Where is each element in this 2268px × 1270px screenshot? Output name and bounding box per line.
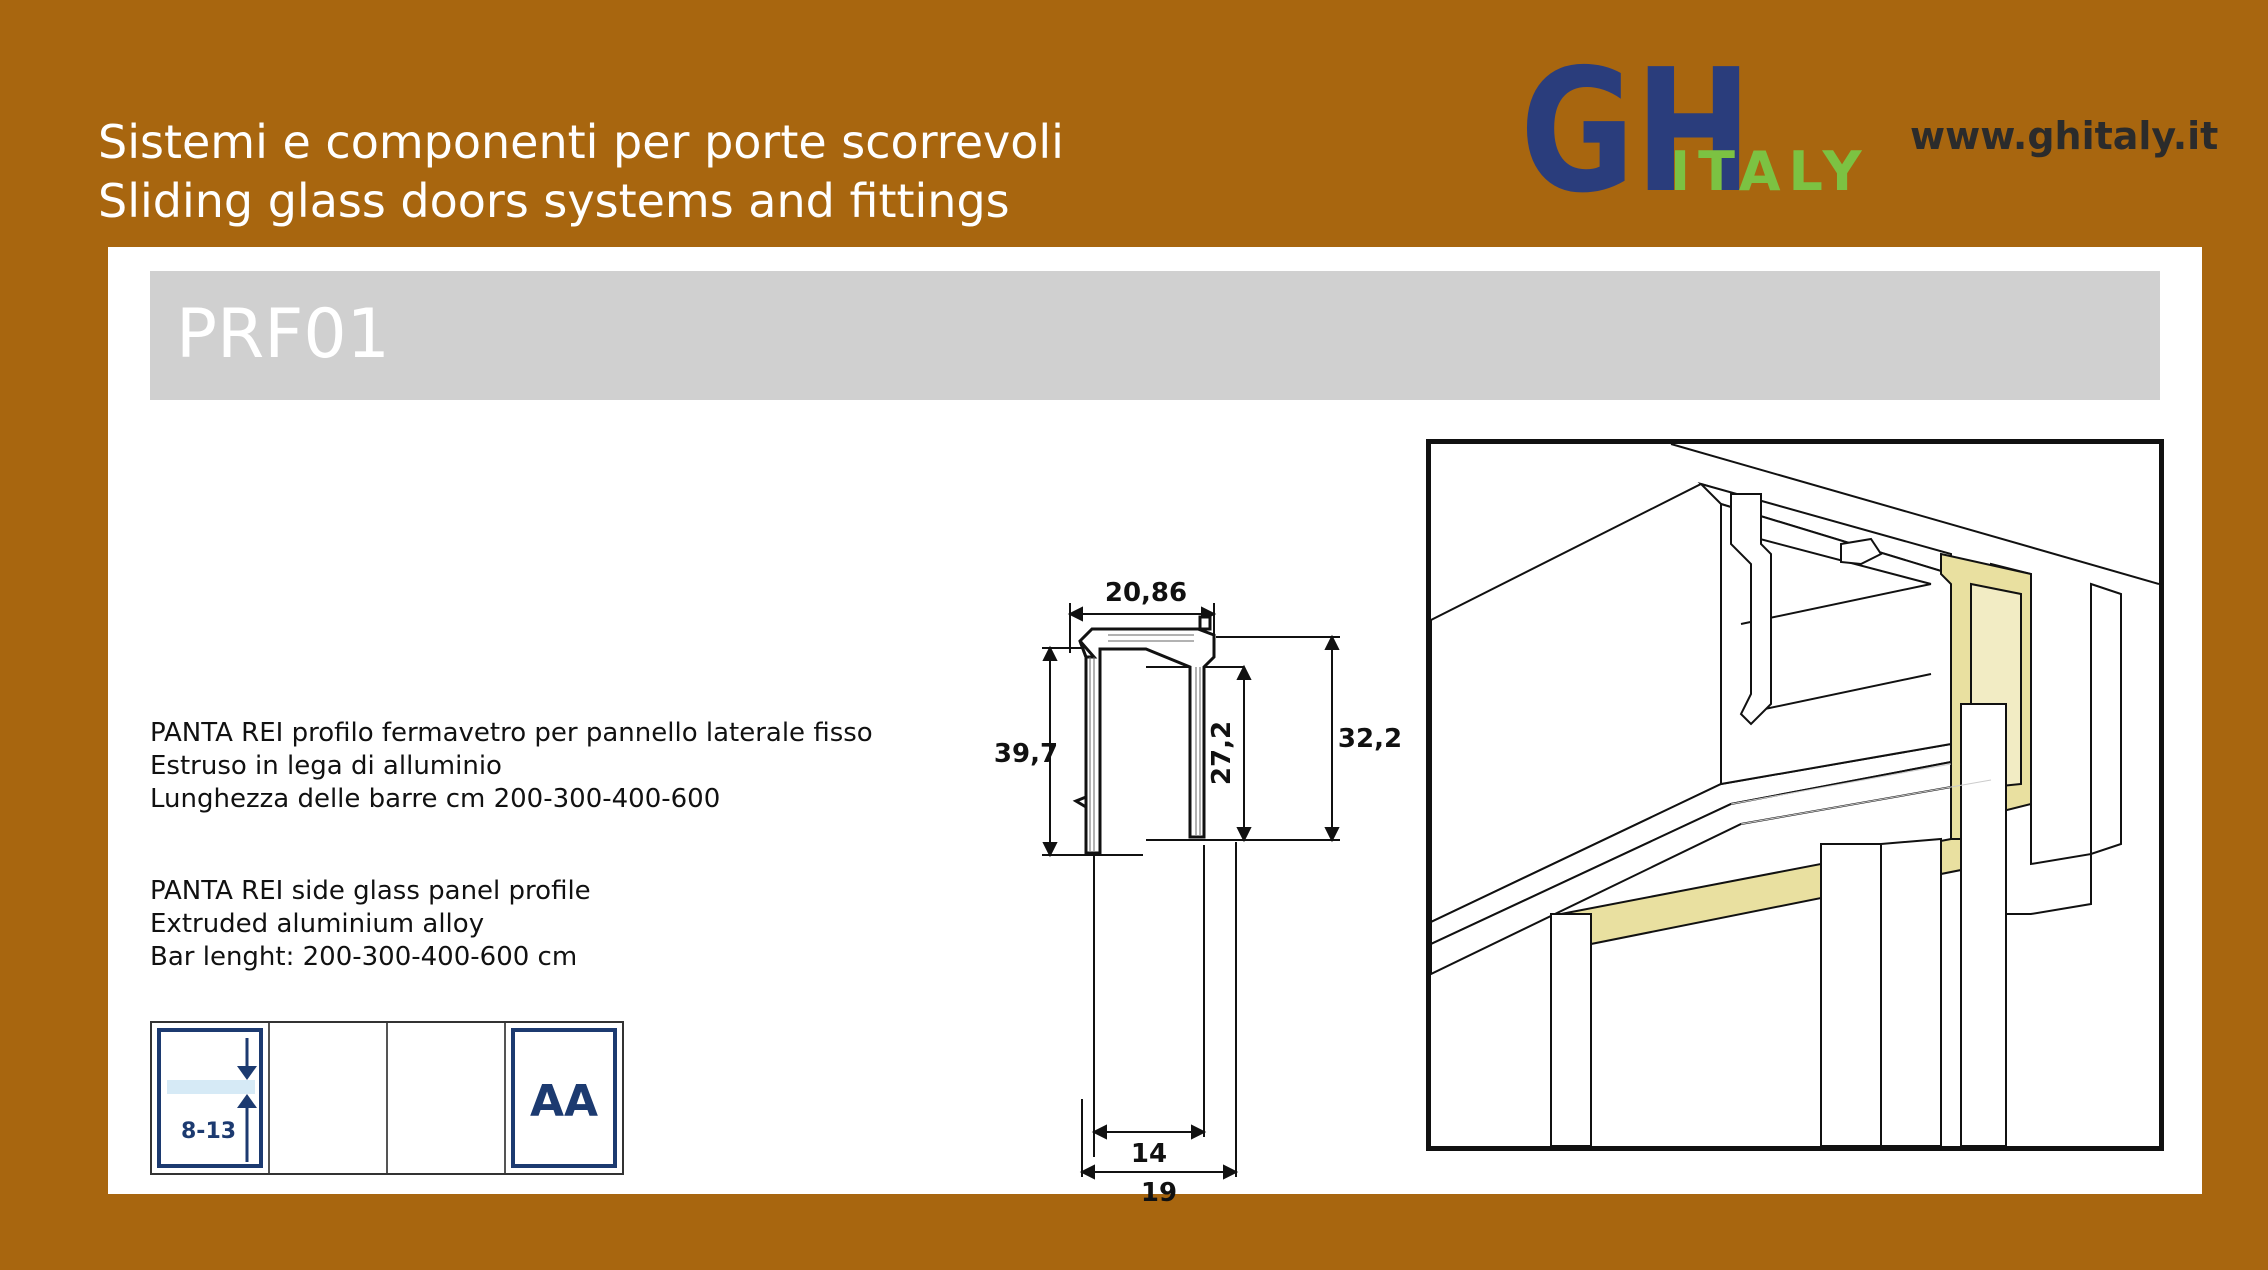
- description-line: PANTA REI profilo fermavetro per pannell…: [150, 718, 873, 748]
- glass-arrows-icon: [167, 1038, 257, 1162]
- product-title-bar: PRF01: [150, 271, 2160, 400]
- description-line: PANTA REI side glass panel profile: [150, 876, 591, 906]
- dimension-top-width: 20,86: [1105, 578, 1187, 608]
- glass-thickness-icon: 8-13: [157, 1028, 263, 1168]
- header-title-italian: Sistemi e componenti per porte scorrevol…: [98, 115, 1064, 169]
- ghitaly-logo: GH ITALY: [1520, 62, 1870, 202]
- description-line: Bar lenght: 200-300-400-600 cm: [150, 942, 578, 972]
- dimension-right-height: 32,2: [1338, 724, 1402, 754]
- description-italian: PANTA REI profilo fermavetro per pannell…: [150, 717, 873, 816]
- dimension-bottom-width: 19: [1141, 1178, 1177, 1208]
- description-english: PANTA REI side glass panel profile Extru…: [150, 875, 591, 974]
- icon-cell-glass-thickness: 8-13: [152, 1023, 270, 1173]
- logo-gh-text: GH: [1520, 62, 1752, 202]
- icon-cell-empty: [270, 1023, 388, 1173]
- dimension-total-height: 39,7: [994, 739, 1058, 769]
- anodized-finish-icon: AA: [511, 1028, 617, 1168]
- dimension-inner-width: 14: [1131, 1139, 1167, 1169]
- product-code: PRF01: [176, 295, 390, 374]
- profile-technical-drawing: 20,86 39,7 32,2 27,2 14 19: [994, 578, 1402, 1208]
- website-link[interactable]: www.ghitaly.it: [1910, 114, 2219, 158]
- header-title-english: Sliding glass doors systems and fittings: [98, 174, 1010, 228]
- glass-thickness-label: 8-13: [181, 1119, 237, 1144]
- assembly-illustration: [1431, 444, 2159, 1146]
- feature-icons: 8-13 AA: [150, 1021, 624, 1175]
- icon-cell-finish: AA: [506, 1023, 622, 1173]
- logo-italy-text: ITALY: [1670, 140, 1870, 202]
- description-line: Lunghezza delle barre cm 200-300-400-600: [150, 784, 721, 814]
- finish-label: AA: [529, 1076, 599, 1127]
- product-panel: PRF01 PANTA REI profilo fermavetro per p…: [108, 247, 2202, 1208]
- dimension-inner-height: 27,2: [1207, 721, 1237, 785]
- icon-cell-empty: [388, 1023, 506, 1173]
- description-line: Extruded aluminium alloy: [150, 909, 485, 939]
- description-line: Estruso in lega di alluminio: [150, 751, 502, 781]
- product-rendering: [1426, 439, 2164, 1151]
